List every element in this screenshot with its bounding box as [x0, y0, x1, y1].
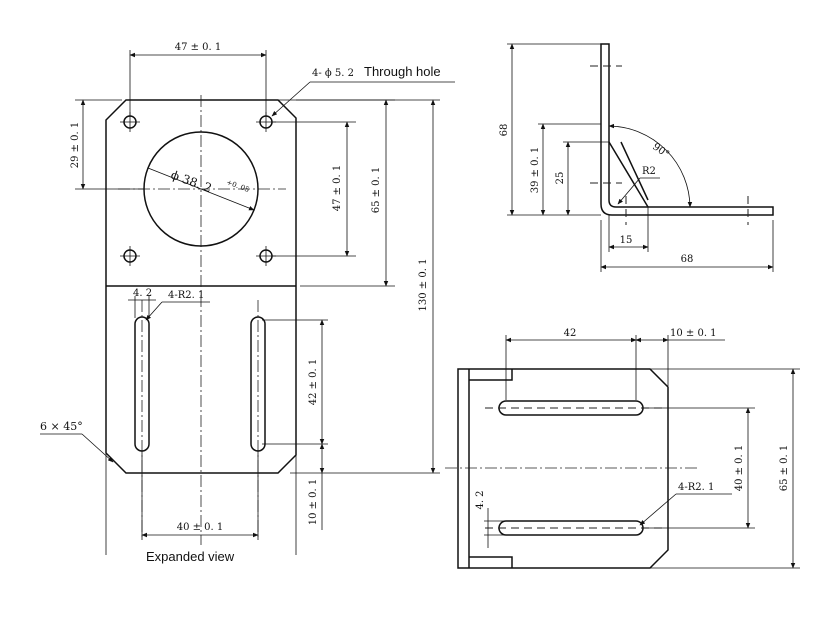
bottom-view: 42 10 ± 0. 1 40 ± 0. 1 65 ± 0. 1 4. 2 4-… [445, 328, 800, 569]
dim-top-width: 47 ± 0. 1 [175, 42, 222, 53]
dim-side-height: 68 [499, 124, 510, 137]
dim-left-height: 29 ± 0. 1 [70, 122, 81, 169]
dim-side-radius: R2 [642, 166, 656, 177]
dim-chamfer: 6 × 45° [40, 420, 83, 433]
bottom-wall-notch-top [469, 369, 513, 381]
dim-side-width: 68 [681, 254, 694, 265]
hole-note: 4- ϕ 5. 2 [312, 68, 354, 79]
slot-radius-leader [145, 301, 163, 321]
dim-bottom-slot-length: 42 [564, 328, 577, 339]
dim-side-gusset-width: 15 [620, 235, 633, 246]
dim-bottom-slot-spacing: 40 ± 0. 1 [734, 445, 745, 492]
dim-side-angle: 90° [650, 141, 671, 160]
dim-bore-height: 47 ± 0. 1 [332, 165, 343, 212]
dim-bore-tolerance: +0. 05 [225, 178, 250, 194]
side-view: 68 39 ± 0. 1 25 90° R2 15 68 [499, 43, 774, 272]
expanded-slots [134, 300, 266, 540]
dim-bottom-offset: 10 ± 0. 1 [308, 479, 319, 526]
hole-note-text: Through hole [364, 64, 441, 79]
expanded-view: 47 ± 0. 1 4- ϕ 5. 2 Through hole 29 ± 0.… [40, 42, 455, 564]
dim-slot-spacing: 40 ± 0. 1 [177, 522, 224, 533]
side-bracket-outline [600, 43, 774, 216]
dim-bottom-slot-radius: 4-R2. 1 [678, 482, 714, 493]
dim-total-height: 130 ± 0. 1 [418, 259, 429, 312]
dim-plate-height: 65 ± 0. 1 [371, 167, 382, 214]
dim-bore-diameter: ϕ 38. 2 [169, 168, 214, 196]
dim-slot-width: 4. 2 [133, 288, 152, 299]
bottom-radius-leader [639, 493, 677, 526]
bottom-slot-top [498, 400, 644, 416]
dim-bottom-height: 65 ± 0. 1 [779, 445, 790, 492]
expanded-view-caption: Expanded view [146, 549, 235, 564]
dim-bottom-slot-width: 4. 2 [475, 490, 486, 509]
dim-slot-radius: 4-R2. 1 [168, 290, 204, 301]
bore-diameter-leader [147, 167, 255, 211]
bottom-plate-outline [457, 368, 669, 569]
hole-note-leader [271, 81, 311, 117]
angle-arc [608, 123, 693, 208]
expanded-plate-outline [105, 99, 297, 474]
dim-side-gusset-height: 25 [555, 172, 566, 185]
dim-side-slot-height: 39 ± 0. 1 [530, 147, 541, 194]
radius-leader [617, 177, 641, 205]
bottom-wall-notch-bottom [469, 556, 513, 568]
chamfer-leader [81, 433, 114, 463]
slot-left [134, 316, 150, 452]
dim-slot-length: 42 ± 0. 1 [308, 359, 319, 406]
dim-bottom-offset: 10 ± 0. 1 [670, 328, 717, 339]
